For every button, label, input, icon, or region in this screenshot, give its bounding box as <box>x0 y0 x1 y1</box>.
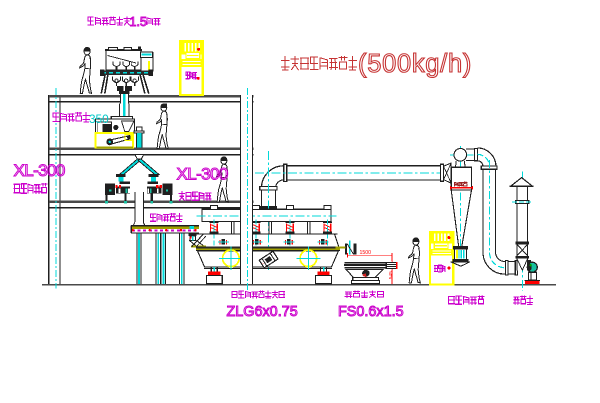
svg-text:1500: 1500 <box>360 250 372 256</box>
svg-text:1.5: 1.5 <box>130 15 147 29</box>
svg-text:FS0.6x1.5: FS0.6x1.5 <box>338 304 404 320</box>
svg-text:XL-300: XL-300 <box>14 161 65 180</box>
svg-text:350: 350 <box>89 112 109 126</box>
svg-text:(500kg/h): (500kg/h) <box>358 50 472 78</box>
svg-text:ZLG6x0.75: ZLG6x0.75 <box>227 304 298 320</box>
svg-text:545: 545 <box>388 271 394 279</box>
svg-text:XL-300: XL-300 <box>177 165 228 184</box>
